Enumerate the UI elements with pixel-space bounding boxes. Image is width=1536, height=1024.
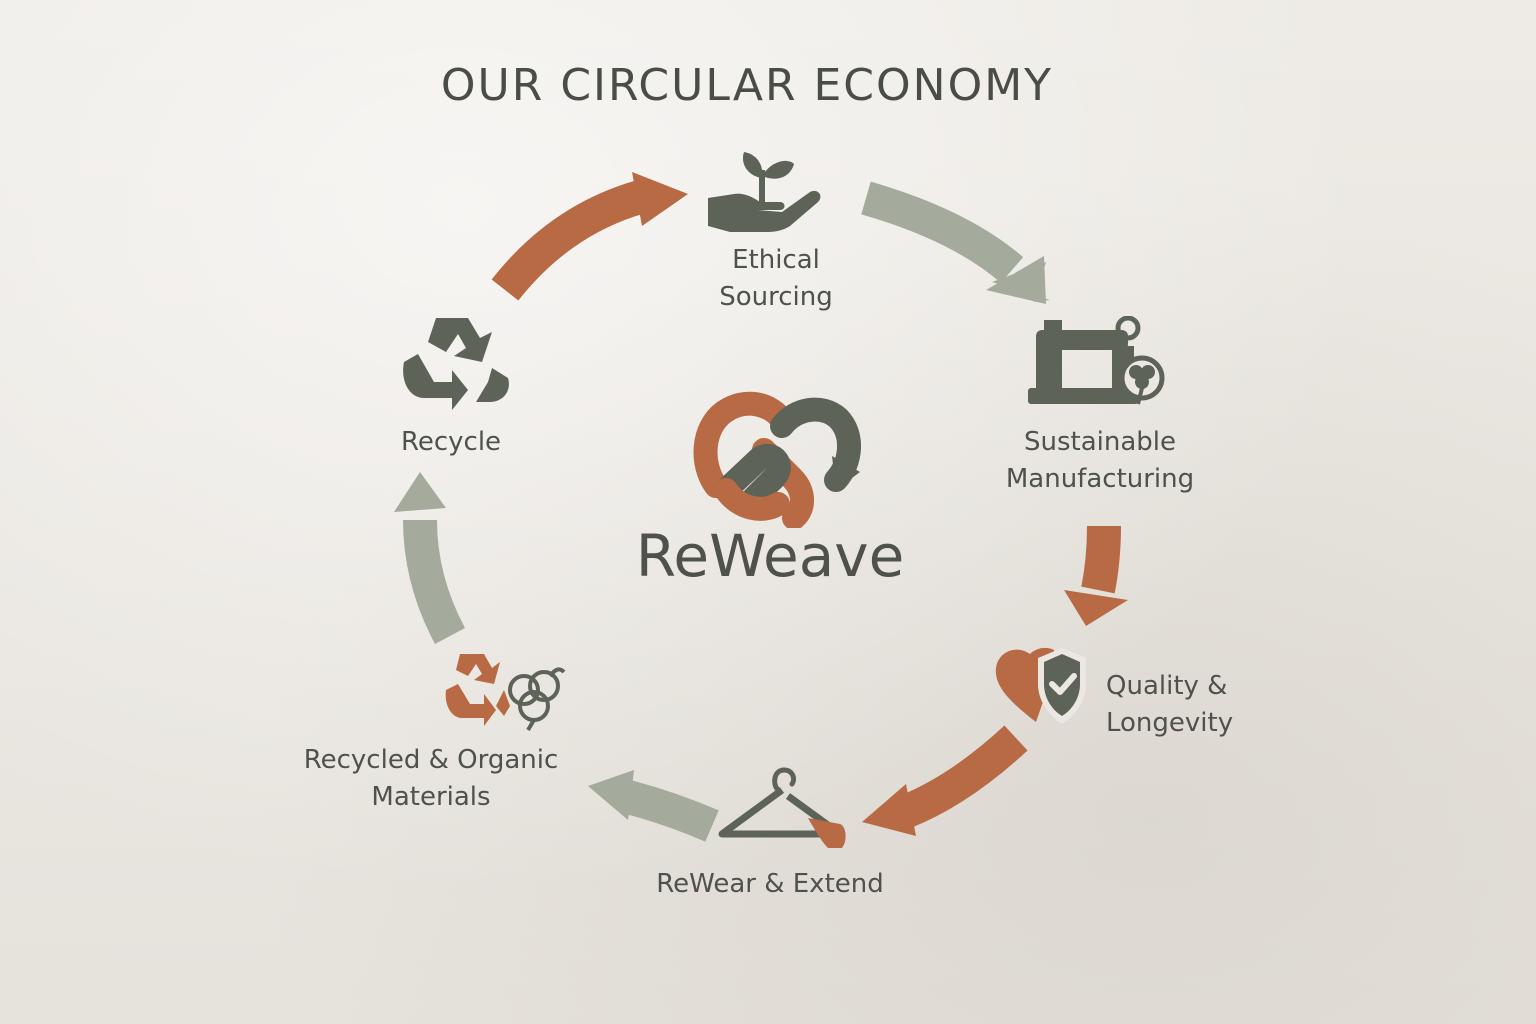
label-line: Longevity bbox=[1106, 708, 1234, 738]
arrow-manufacturing-to-quality bbox=[1064, 525, 1128, 626]
hand-with-seedling-icon bbox=[708, 152, 821, 232]
arrow-quality-to-rewear bbox=[862, 725, 1028, 836]
arrow-rewear-to-materials bbox=[588, 770, 719, 842]
heart-shield-check-icon bbox=[995, 647, 1086, 724]
label-line: Materials bbox=[371, 782, 491, 812]
label-recycle: Recycle bbox=[376, 424, 526, 461]
label-line: Recycled & Organic bbox=[303, 745, 559, 775]
label-line: Ethical bbox=[732, 245, 820, 275]
arrow-sourcing-to-manufacturing bbox=[861, 181, 1050, 304]
label-line: Recycle bbox=[400, 427, 502, 457]
recycle-icon bbox=[403, 318, 509, 410]
clothes-hanger-icon bbox=[718, 767, 846, 848]
label-line: Sourcing bbox=[719, 282, 833, 312]
sewing-machine-cotton-icon bbox=[1028, 316, 1165, 405]
reweave-logo-icon bbox=[693, 391, 862, 528]
arrow-materials-to-recycle bbox=[394, 472, 466, 645]
label-line: Quality & bbox=[1106, 671, 1228, 701]
label-line: Manufacturing bbox=[1005, 464, 1195, 494]
brand-name: ReWeave bbox=[635, 522, 905, 590]
label-sustainable-manufacturing: Sustainable Manufacturing bbox=[970, 424, 1230, 498]
recycle-cotton-icon bbox=[445, 654, 566, 732]
label-ethical-sourcing: Ethical Sourcing bbox=[676, 242, 876, 316]
page-title: OUR CIRCULAR ECONOMY bbox=[440, 60, 1054, 111]
arrow-recycle-to-sourcing bbox=[491, 172, 688, 301]
label-line: Sustainable bbox=[1023, 427, 1176, 457]
label-line: ReWear & Extend bbox=[656, 869, 884, 899]
label-quality-longevity: Quality & Longevity bbox=[1106, 668, 1266, 742]
label-rewear-extend: ReWear & Extend bbox=[620, 866, 920, 903]
label-recycled-organic: Recycled & Organic Materials bbox=[276, 742, 586, 816]
